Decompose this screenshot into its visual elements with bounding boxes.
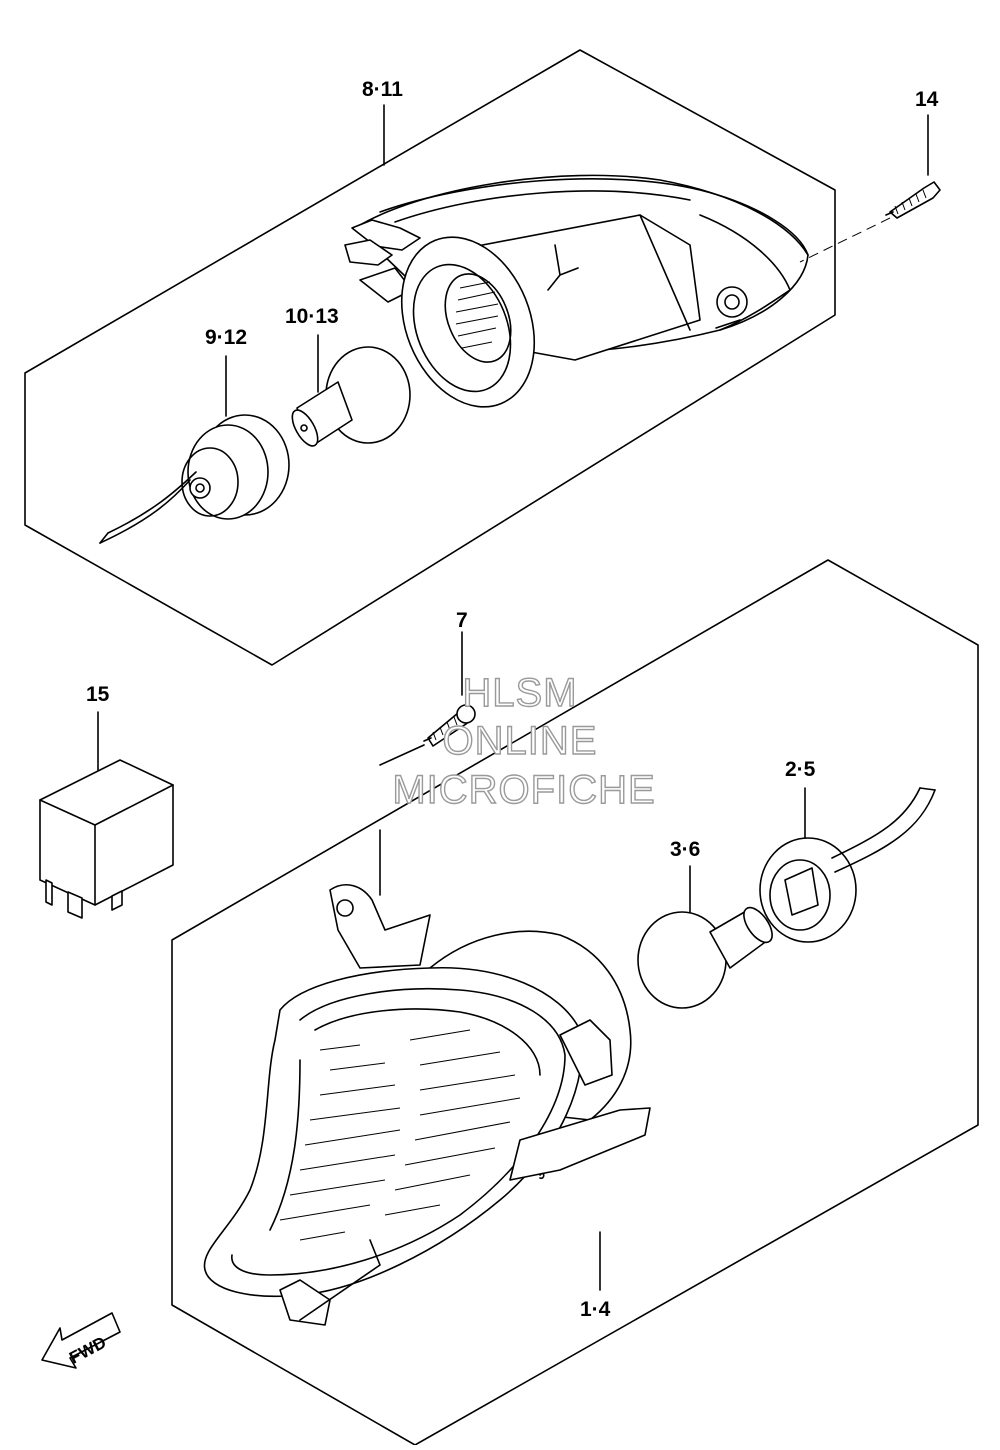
watermark: HLSM ONLINE MICROFICHE — [392, 670, 656, 812]
lower-lens-housing — [203, 884, 651, 1326]
upper-bulb — [291, 334, 411, 447]
fwd-direction-arrow: FWD — [41, 1312, 121, 1369]
callout-socket-upper: 9·12 — [205, 326, 247, 349]
callout-lower-assembly: 1·4 — [580, 1298, 611, 1321]
callout-socket-lower: 2·5 — [785, 758, 816, 781]
watermark-line-2: ONLINE — [443, 719, 598, 763]
callout-relay: 15 — [86, 683, 110, 706]
relay — [39, 711, 174, 919]
upper-lens-housing — [344, 174, 809, 408]
callout-upper-assembly: 8·11 — [362, 78, 403, 101]
callout-screw-lower: 7 — [456, 609, 468, 632]
callout-screw-upper: 14 — [915, 88, 939, 111]
upper-screw — [799, 114, 941, 263]
lower-screw — [379, 631, 476, 896]
watermark-line-1: HLSM — [462, 671, 577, 715]
upper-assembly-frame — [24, 49, 836, 666]
watermark-line-3: MICROFICHE — [392, 768, 655, 812]
callout-bulb-lower: 3·6 — [670, 838, 700, 861]
lower-assembly-frame — [171, 559, 979, 1446]
lower-socket — [759, 787, 936, 943]
callout-bulb-upper: 10·13 — [285, 305, 339, 328]
upper-socket — [99, 355, 290, 544]
lower-bulb — [637, 865, 773, 1009]
